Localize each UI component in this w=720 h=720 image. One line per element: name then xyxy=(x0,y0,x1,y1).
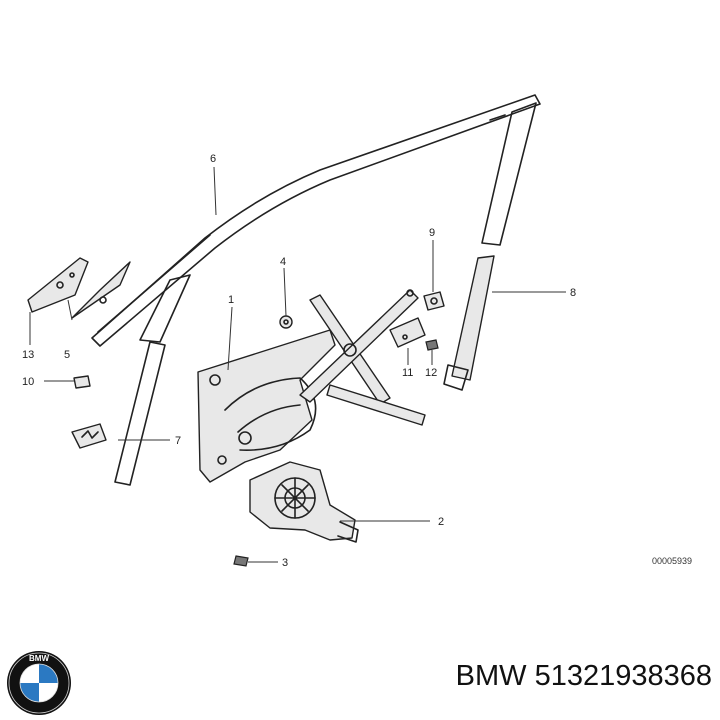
callout-3: 3 xyxy=(282,557,288,569)
part-5-trim-piece xyxy=(71,261,131,319)
callout-13: 13 xyxy=(22,349,34,361)
callout-6: 6 xyxy=(210,153,216,165)
callout-2: 2 xyxy=(438,516,444,528)
callout-1: 1 xyxy=(228,294,234,306)
part-12-bolt xyxy=(425,339,439,351)
small-emblem-icon xyxy=(71,423,107,449)
part-11-bracket xyxy=(389,317,426,348)
part-1-window-regulator xyxy=(197,289,426,483)
part-4-nut xyxy=(279,315,293,329)
part-2-window-motor xyxy=(249,461,359,543)
bmw-logo-text: BMW xyxy=(29,654,49,663)
caption-part-number: 51321938368 xyxy=(534,660,712,692)
callout-4: 4 xyxy=(280,256,286,268)
reference-code: 00005939 xyxy=(652,556,692,566)
part-10-bolt xyxy=(73,375,91,389)
part-8-rear-guide xyxy=(443,255,495,391)
leader-lines xyxy=(29,166,566,563)
callout-10: 10 xyxy=(22,376,34,388)
callout-12: 12 xyxy=(425,367,437,379)
callout-9: 9 xyxy=(429,227,435,239)
callout-11: 11 xyxy=(402,367,413,379)
callout-5: 5 xyxy=(64,349,70,361)
callout-8: 8 xyxy=(570,287,576,299)
part-9-clip xyxy=(423,291,445,311)
part-6-window-frame xyxy=(91,94,541,347)
caption-brand: BMW xyxy=(455,660,527,692)
part-7-guide-rail xyxy=(114,274,191,486)
part-3-screw xyxy=(233,555,249,567)
callout-7: 7 xyxy=(175,435,181,447)
part-13-trim-piece xyxy=(27,257,89,313)
bmw-logo: BMW xyxy=(7,651,71,715)
part-caption: BMW 51321938368 xyxy=(360,660,712,693)
